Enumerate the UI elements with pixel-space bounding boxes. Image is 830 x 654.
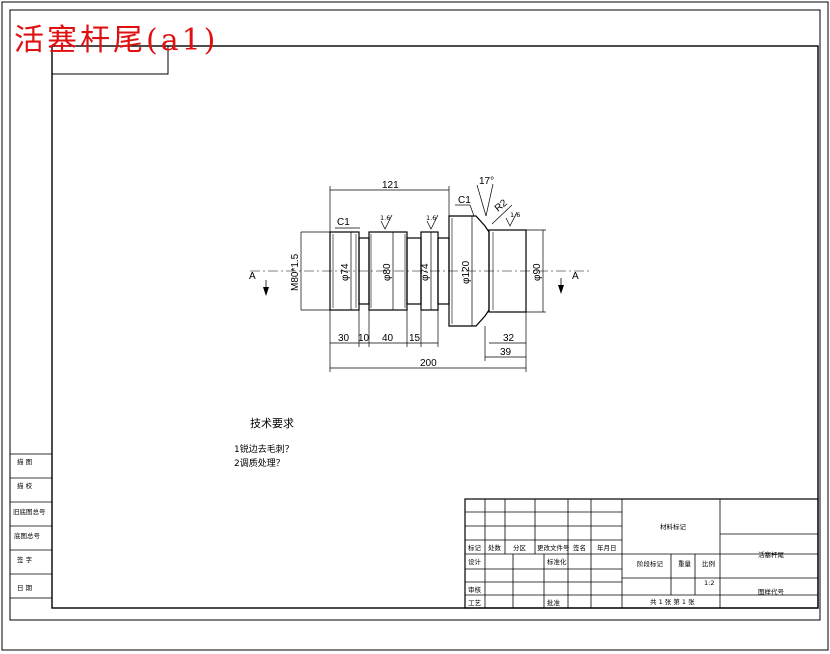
- section-label-right: A: [572, 271, 579, 282]
- roughness-symbol-1: [380, 214, 393, 230]
- length-40-label: 40: [382, 333, 394, 344]
- roughness-value-1: 1.6: [380, 214, 390, 222]
- tb-sign-label: 签名: [573, 543, 586, 552]
- section-arrow-left: [263, 280, 269, 296]
- side-table-cell-2: 描 校: [17, 481, 33, 490]
- tb-drawing-no: 图样代号: [758, 587, 785, 596]
- tb-stage-mark-label: 阶段标记: [637, 559, 664, 568]
- chamfer-annotations: [335, 183, 513, 229]
- angle-17-label: 17°: [479, 176, 494, 187]
- length-39-label: 39: [500, 347, 512, 358]
- tb-design-label: 设计: [468, 557, 482, 566]
- title-block: [464, 498, 819, 609]
- tb-sheets-label: 共 1 张 第 1 张: [650, 597, 695, 606]
- frame-border: [9, 9, 821, 621]
- tb-process-label: 工艺: [468, 599, 482, 607]
- drawing-border: [51, 45, 819, 609]
- chamfer-c1-right: C1: [458, 195, 471, 206]
- roughness-value-2: 1.6: [426, 214, 436, 222]
- length-dimensions: [329, 186, 527, 372]
- title-corner-box: [51, 45, 169, 75]
- dia-74-left-label: φ74: [340, 263, 351, 281]
- side-table-cell-6: 日 期: [17, 584, 33, 592]
- requirements-heading: 技术要求: [250, 417, 294, 430]
- tb-date-label: 年月日: [597, 543, 617, 552]
- tb-zone-label: 分区: [513, 543, 527, 552]
- tb-count-label: 处数: [488, 543, 502, 552]
- drawing-title: 活塞杆尾(a1): [14, 23, 218, 58]
- roughness-value-3: 1.6: [510, 211, 520, 219]
- length-200-label: 200: [420, 358, 437, 369]
- roughness-symbol-3: [505, 211, 518, 227]
- dia-120-label: φ120: [461, 260, 472, 284]
- length-15-label: 15: [409, 333, 421, 344]
- roughness-symbol-2: [426, 214, 439, 230]
- section-label-left: A: [249, 271, 256, 282]
- length-121-label: 121: [382, 180, 399, 191]
- tb-material-label: 材料标记: [660, 522, 687, 531]
- section-arrow-right: [558, 278, 564, 294]
- tb-standard-label: 标准化: [547, 557, 567, 566]
- dia-90-label: φ90: [532, 263, 543, 281]
- tb-approve-label: 批准: [547, 598, 561, 607]
- tb-scale-label: 比例: [702, 559, 715, 568]
- tb-weight-label: 重量: [678, 560, 692, 568]
- thread-dimension-label: M80*1.5: [290, 253, 301, 291]
- length-30-label: 30: [338, 333, 350, 344]
- radius-r2-label: R2: [493, 197, 510, 214]
- tb-change-doc-label: 更改文件号: [537, 543, 570, 552]
- tb-part-name: 活塞杆尾: [758, 550, 785, 559]
- tb-check-label: 审核: [468, 585, 482, 594]
- side-table-cell-3: 旧底图总号: [13, 507, 46, 516]
- side-table-cell-4: 底图总号: [14, 531, 41, 540]
- length-10-label: 10: [358, 333, 370, 344]
- side-table: [9, 453, 53, 599]
- side-table-cell-1: 描 图: [17, 457, 32, 466]
- dia-80-label: φ80: [382, 263, 393, 281]
- length-32-label: 32: [503, 333, 515, 344]
- roughness-symbols: [380, 211, 518, 230]
- diameter-dimensions: [300, 216, 546, 326]
- dia-74-right-label: φ74: [420, 263, 431, 281]
- side-table-cell-5: 签 字: [17, 555, 33, 564]
- requirement-item-2: 2调质处理？: [234, 457, 285, 469]
- requirement-item-1: 1锐边去毛刺？: [234, 443, 294, 455]
- tb-scale-value: 1:2: [704, 579, 714, 587]
- tb-mark-label: 标记: [468, 543, 482, 552]
- chamfer-c1-left: C1: [337, 217, 350, 228]
